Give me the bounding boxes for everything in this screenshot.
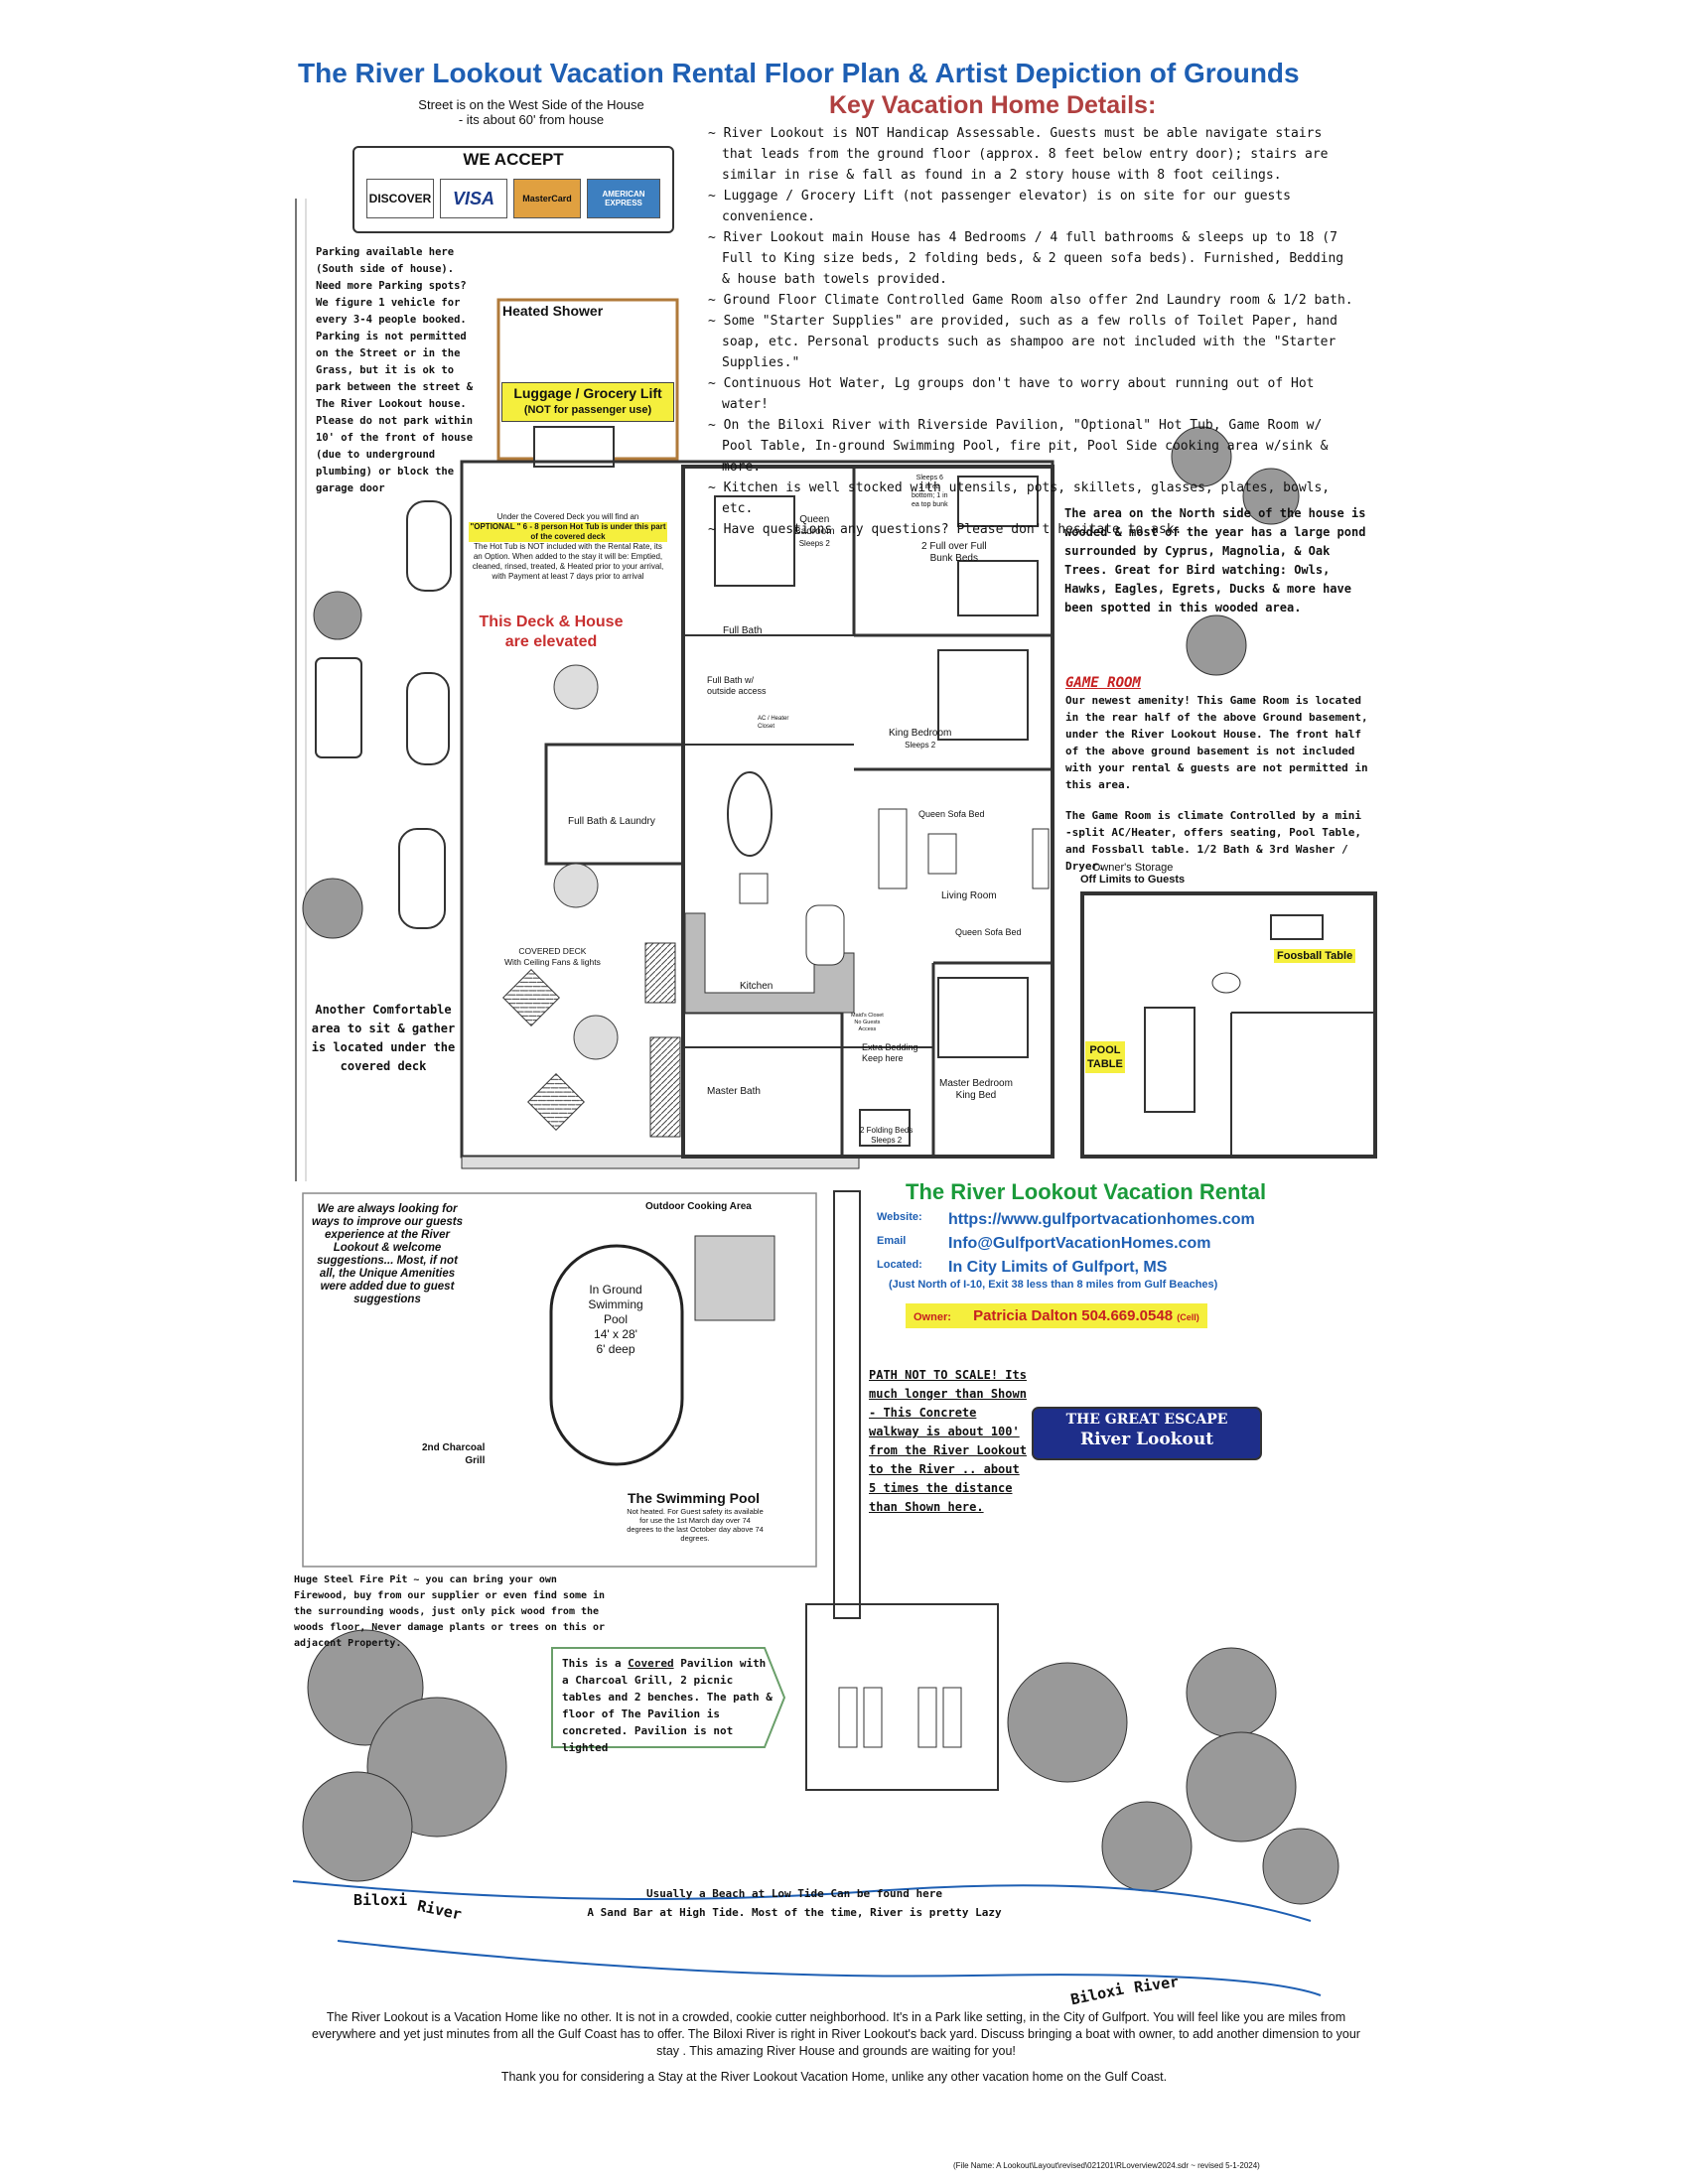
heated-shower-label: Heated Shower: [502, 303, 604, 319]
detail-item: ~ River Lookout main House has 4 Bedroom…: [708, 230, 1344, 287]
master-bath-label: Master Bath: [707, 1086, 761, 1097]
pavilion-note: This is a Covered Pavilion with a Charco…: [562, 1657, 773, 1754]
mastercard-icon: MasterCard: [513, 179, 581, 218]
street-note: Street is on the West Side of the House-…: [418, 97, 644, 127]
kitchen-label: Kitchen: [740, 981, 774, 992]
page-title: The River Lookout Vacation Rental Floor …: [298, 58, 1300, 88]
car-icon: [315, 500, 452, 929]
game-room-note: GAME ROOM Our newest amenity! This Game …: [1065, 675, 1368, 873]
living-room-label: Living Room: [941, 890, 997, 901]
website-link[interactable]: https://www.gulfportvacationhomes.com: [948, 1211, 1255, 1228]
outdoor-cooking-label: Outdoor Cooking Area: [645, 1201, 752, 1212]
beach-note: Usually a Beach at Low Tide Can be found…: [587, 1887, 1002, 1919]
file-name: (File Name: A Lookout\Layout\revised\021…: [953, 2161, 1260, 2170]
swimming-pool-note: Not heated. For Guest safety its availab…: [627, 1507, 764, 1543]
laundry-label: Full Bath & Laundry: [568, 816, 655, 827]
amex-card-icon: AMERICAN EXPRESS: [587, 179, 660, 218]
hot-tub-note: Under the Covered Deck you will find an …: [469, 512, 667, 581]
another-sitting-area-note: Another Comfortable area to sit & gather…: [311, 1003, 456, 1073]
parking-note: Parking available here (South side of ho…: [316, 246, 474, 494]
key-details-list: ~ River Lookout is NOT Handicap Assessab…: [708, 123, 1353, 540]
detail-item: ~ Some "Starter Supplies" are provided, …: [708, 314, 1337, 370]
email-link[interactable]: Info@GulfportVacationHomes.com: [948, 1235, 1211, 1252]
detail-item: ~ Continuous Hot Water, Lg groups don't …: [708, 376, 1315, 412]
discover-card-icon: DISCOVER: [366, 179, 434, 218]
queen-sofa-bed-2: Queen Sofa Bed: [955, 927, 1022, 937]
path-note: PATH NOT TO SCALE! Its much longer than …: [869, 1368, 1027, 1514]
accepted-cards: WE ACCEPT DISCOVER VISA MasterCard AMERI…: [352, 146, 674, 233]
visa-card-icon: VISA: [440, 179, 507, 218]
footer-text: The River Lookout is a Vacation Home lik…: [312, 2010, 1360, 2058]
detail-item: ~ Kitchen is well stocked with utensils,…: [708, 480, 1331, 516]
lift-label: Luggage / Grocery Lift(NOT for passenger…: [501, 382, 674, 422]
thanks-text: Thank you for considering a Stay at the …: [500, 2070, 1168, 2084]
river-label: Biloxi: [353, 1891, 408, 1909]
owner-info: Owner: Patricia Dalton 504.669.0548 (Cel…: [906, 1303, 1207, 1328]
rental-name: The River Lookout Vacation Rental: [906, 1179, 1267, 1204]
queen-sofa-bed-1: Queen Sofa Bed: [918, 809, 985, 819]
contact-info: Website:https://www.gulfportvacationhome…: [877, 1211, 1255, 1291]
swimming-pool-heading: The Swimming Pool: [628, 1490, 761, 1506]
fire-pit-note: Huge Steel Fire Pit ~ you can bring your…: [294, 1574, 606, 1649]
detail-item: ~ Ground Floor Climate Controlled Game R…: [708, 293, 1353, 308]
detail-item: ~ Luggage / Grocery Lift (not passenger …: [708, 189, 1291, 224]
detail-item: ~ Have questions any questions? Please d…: [708, 522, 1183, 537]
foosball-label: Foosball Table: [1274, 949, 1356, 963]
full-bath-label: Full Bath: [723, 625, 763, 636]
improve-note: We are always looking for ways to improv…: [311, 1203, 464, 1305]
detail-item: ~ River Lookout is NOT Handicap Assessab…: [708, 126, 1329, 183]
key-details-heading: Key Vacation Home Details:: [829, 91, 1157, 119]
accept-heading: WE ACCEPT: [463, 150, 564, 169]
north-side-note: The area on the North side of the house …: [1064, 506, 1366, 614]
full-bath-outside-label: Full Bath w/outside access: [707, 675, 767, 696]
detail-item: ~ On the Biloxi River with Riverside Pav…: [708, 418, 1329, 475]
